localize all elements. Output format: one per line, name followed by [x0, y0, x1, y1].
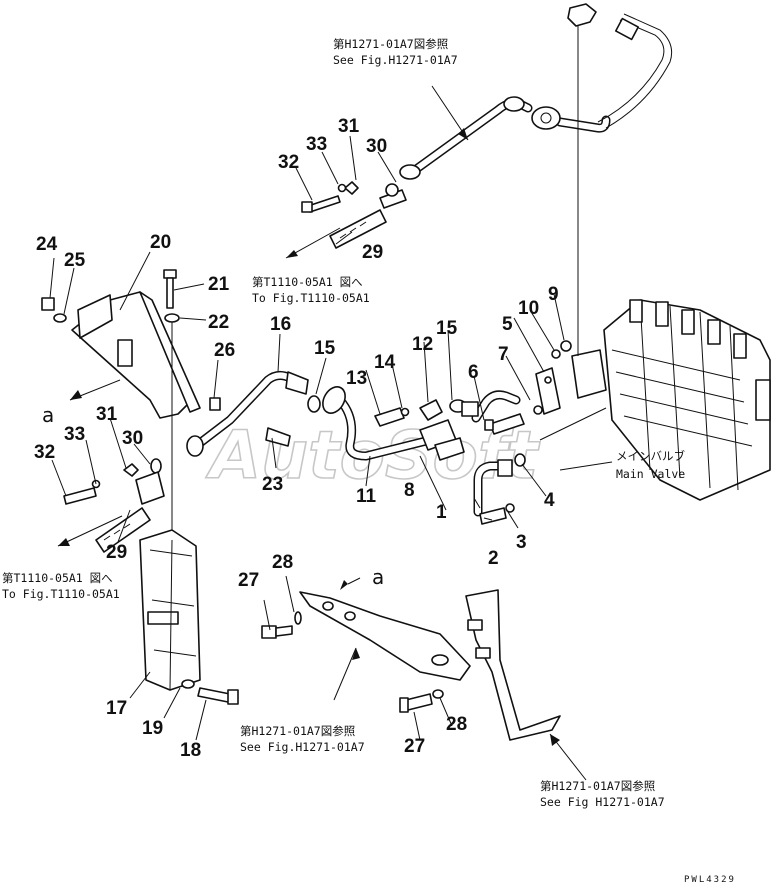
middle-pipe-assembly: [322, 140, 607, 525]
left-bracket-assembly: [41, 269, 321, 705]
ref-left-jp: 第T1110-05A1 図へ: [2, 571, 113, 585]
main-valve-body: [539, 299, 771, 501]
part-number-21: 21: [208, 274, 230, 295]
part-number-1: 1: [436, 502, 447, 523]
part-number-8: 8: [404, 480, 415, 501]
part-number-2: 2: [488, 548, 499, 569]
part-number-5: 5: [502, 314, 513, 335]
part-number-3: 3: [516, 532, 527, 553]
part-number-33-top: 33: [306, 134, 327, 155]
ref-bottom-right-en: See Fig H1271-01A7: [540, 795, 665, 809]
part-number-6: 6: [468, 362, 479, 383]
part-number-25: 25: [64, 250, 86, 271]
arrowheads: [58, 128, 560, 746]
ref-bottom-mid-en: See Fig.H1271-01A7: [240, 740, 365, 754]
part-number-17: 17: [106, 698, 127, 719]
part-number-30-top: 30: [366, 136, 387, 157]
part-number-18: 18: [180, 740, 201, 761]
part-number-11: 11: [356, 486, 377, 507]
part-number-28-bottom: 28: [446, 714, 467, 735]
part-number-12: 12: [412, 334, 433, 355]
bottom-bracket-assembly: [261, 589, 561, 741]
part-number-7: 7: [498, 344, 509, 365]
part-number-22: 22: [208, 312, 229, 333]
part-number-15-left: 15: [314, 338, 336, 359]
part-number-23: 23: [262, 474, 283, 495]
part-number-13: 13: [346, 368, 367, 389]
ref-left-en: To Fig.T1110-05A1: [2, 587, 120, 601]
part-number-14: 14: [374, 352, 396, 373]
part-number-31-left: 31: [96, 404, 118, 425]
upper-hose-assembly: [301, 3, 673, 249]
ref-top-jp: 第H1271-01A7図参照: [333, 37, 448, 51]
part-number-9: 9: [548, 284, 559, 305]
part-number-15-right: 15: [436, 318, 458, 339]
part-number-24: 24: [36, 234, 58, 255]
part-leader-lines: [49, 135, 565, 741]
view-marker-left: a: [42, 403, 54, 427]
ref-bottom-mid-jp: 第H1271-01A7図参照: [240, 724, 355, 738]
main-valve-label-jp: メインバルブ: [616, 449, 685, 463]
main-valve-label-en: Main Valve: [616, 467, 685, 481]
part-number-27-bottom: 27: [404, 736, 425, 757]
reference-labels: 第H1271-01A7図参照 See Fig.H1271-01A7 第T1110…: [2, 37, 736, 885]
view-marker-bottom: a: [372, 565, 384, 589]
part-number-10: 10: [518, 298, 539, 319]
drawing-code: PWL4329: [684, 875, 736, 885]
part-number-32-top: 32: [278, 152, 299, 173]
ref-bottom-right-jp: 第H1271-01A7図参照: [540, 779, 655, 793]
part-number-19: 19: [142, 718, 163, 739]
part-number-20: 20: [150, 232, 171, 253]
part-number-26: 26: [214, 340, 235, 361]
part-number-16: 16: [270, 314, 291, 335]
ref-mid-jp: 第T1110-05A1 図へ: [252, 275, 363, 289]
ref-top-en: See Fig.H1271-01A7: [333, 53, 458, 67]
part-number-33-left: 33: [64, 424, 85, 445]
part-number-32-left: 32: [34, 442, 55, 463]
part-number-4: 4: [544, 490, 555, 511]
part-number-31-top: 31: [338, 116, 360, 137]
part-number-labels: 1 2 3 4 5 6 7 8 9 10 11 12 13 14 15 15 1…: [34, 116, 559, 761]
ref-mid-en: To Fig.T1110-05A1: [252, 291, 370, 305]
part-number-29-top: 29: [362, 242, 383, 263]
part-number-30-left: 30: [122, 428, 143, 449]
part-number-27-top: 27: [238, 570, 259, 591]
part-number-28-top: 28: [272, 552, 293, 573]
part-number-29-left: 29: [106, 542, 127, 563]
